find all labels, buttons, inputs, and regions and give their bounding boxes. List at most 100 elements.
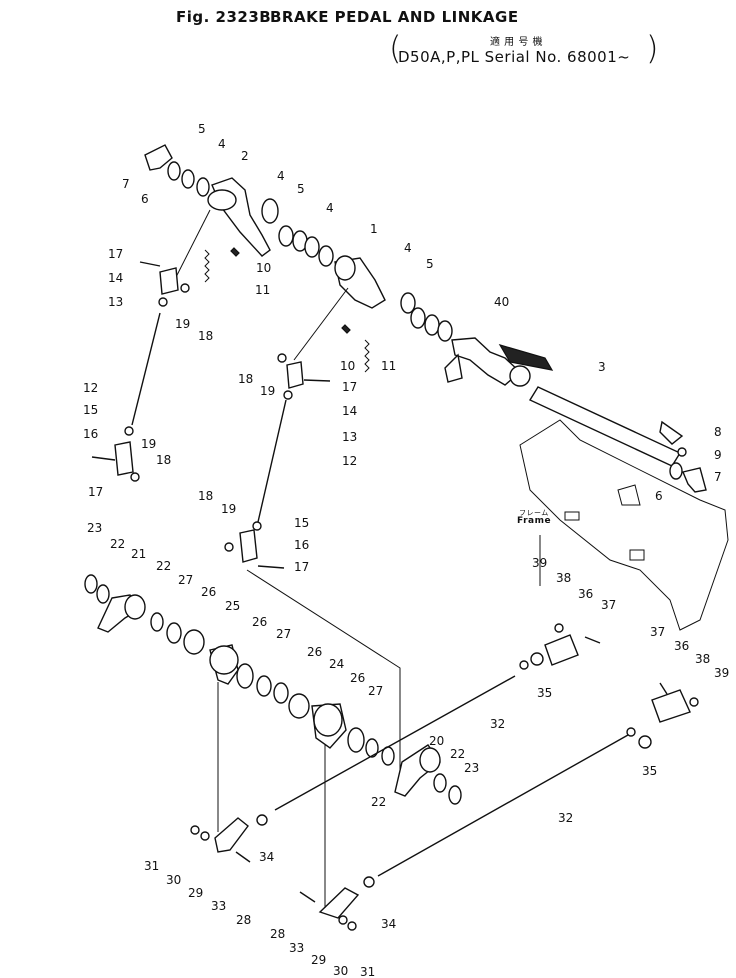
bolt-17-upper-mid (303, 379, 331, 382)
bolt-17-lower-mid (257, 565, 285, 569)
callout-16: 16 (294, 538, 309, 552)
spring-11-right (364, 339, 370, 373)
pin-10-left (230, 247, 240, 257)
callout-4: 4 (218, 137, 226, 151)
callout-29: 29 (311, 953, 326, 967)
bushing-5-left (181, 169, 195, 189)
callout-labels: 5 4 2 7 6 4 5 4 1 4 5 40 3 8 9 7 6 17 14… (83, 122, 729, 978)
callout-17: 17 (294, 560, 309, 574)
callout-7: 7 (122, 177, 130, 191)
lever-2-hub (207, 189, 237, 211)
bushing-5-right (410, 307, 426, 329)
callout-12: 12 (83, 381, 98, 395)
washer-30-right (347, 921, 357, 931)
washer-27-left (166, 622, 182, 644)
washer-29-right (338, 915, 348, 925)
washer-6-right (669, 462, 683, 480)
callout-32: 32 (490, 717, 505, 731)
washer-right-a (424, 314, 440, 336)
callout-13: 13 (108, 295, 123, 309)
callout-19: 19 (260, 384, 275, 398)
shaft-3 (528, 386, 682, 467)
lever-21-hub (124, 594, 146, 620)
callout-35: 35 (642, 764, 657, 778)
leader-mid-clevis (293, 287, 349, 361)
lever-25-hub (209, 645, 239, 675)
bolt-37-upper (584, 636, 601, 644)
bolt-17-lower-left (91, 456, 116, 461)
nut-34-left (256, 814, 268, 826)
washer-19-left (180, 283, 190, 293)
callout-40: 40 (494, 295, 509, 309)
washer-19-lower-mid (224, 542, 234, 552)
bushing-22-b (150, 612, 164, 632)
callout-3: 3 (598, 360, 606, 374)
nut-35-upper (530, 652, 544, 666)
callout-10: 10 (340, 359, 355, 373)
bushing-26-d (347, 727, 365, 753)
washer-23-right (448, 785, 462, 805)
bushing-5-c (304, 236, 320, 258)
figure-title: BRAKE PEDAL AND LINKAGE (270, 8, 519, 26)
callout-29: 29 (188, 886, 203, 900)
callout-28: 28 (236, 913, 251, 927)
callout-4: 4 (277, 169, 285, 183)
callout-30: 30 (333, 964, 348, 978)
callout-21: 21 (131, 547, 146, 561)
frame-slot-a (564, 511, 580, 521)
callout-8: 8 (714, 425, 722, 439)
callout-39: 39 (532, 556, 547, 570)
callout-11: 11 (381, 359, 396, 373)
pedal-pad-40 (498, 344, 554, 371)
rod-32-upper (274, 675, 516, 811)
washer-38-lower (689, 697, 699, 707)
lever-24-hub (313, 703, 343, 737)
callout-33: 33 (289, 941, 304, 955)
clevis-16-left (114, 441, 134, 476)
callout-17: 17 (108, 247, 123, 261)
callout-26: 26 (252, 615, 267, 629)
callout-18: 18 (156, 453, 171, 467)
nut-35-lower (638, 735, 652, 749)
pin-10-right (341, 324, 351, 334)
callout-13: 13 (342, 430, 357, 444)
callout-22: 22 (156, 559, 171, 573)
bracket-7-right (682, 467, 707, 493)
callout-10: 10 (256, 261, 271, 275)
callout-27: 27 (178, 573, 193, 587)
frame-bracket (617, 484, 641, 506)
callout-35: 35 (537, 686, 552, 700)
callout-26: 26 (350, 671, 365, 685)
callout-32: 32 (558, 811, 573, 825)
rod-12-mid (257, 399, 287, 523)
callout-2: 2 (241, 149, 249, 163)
washer-27-b (256, 675, 272, 697)
lower-assembly (84, 535, 699, 931)
bracket-right: ) (646, 29, 659, 67)
bushing-22-left (96, 584, 110, 604)
callout-19: 19 (221, 502, 236, 516)
callout-6: 6 (655, 489, 663, 503)
pin-28-left (235, 851, 251, 863)
lever-20-hub (419, 747, 441, 773)
callout-14: 14 (108, 271, 123, 285)
callout-37: 37 (650, 625, 665, 639)
bushing-4-right (400, 292, 416, 314)
washer-19-lower-left (130, 472, 140, 482)
clevis-36-upper (544, 634, 579, 666)
callout-36: 36 (578, 587, 593, 601)
callout-38: 38 (695, 652, 710, 666)
nut-15-mid (252, 521, 262, 531)
callout-37: 37 (601, 598, 616, 612)
nut-13-left (158, 297, 168, 307)
clevis-16-mid (239, 529, 258, 563)
washer-19-upper-mid (277, 353, 287, 363)
washer-29-left (200, 831, 210, 841)
frame-outline (519, 419, 729, 631)
callout-26: 26 (307, 645, 322, 659)
bracket-left: ( (389, 29, 402, 67)
nut-13-mid (283, 390, 293, 400)
callout-22: 22 (110, 537, 125, 551)
callout-16: 16 (83, 427, 98, 441)
callout-28: 28 (270, 927, 285, 941)
